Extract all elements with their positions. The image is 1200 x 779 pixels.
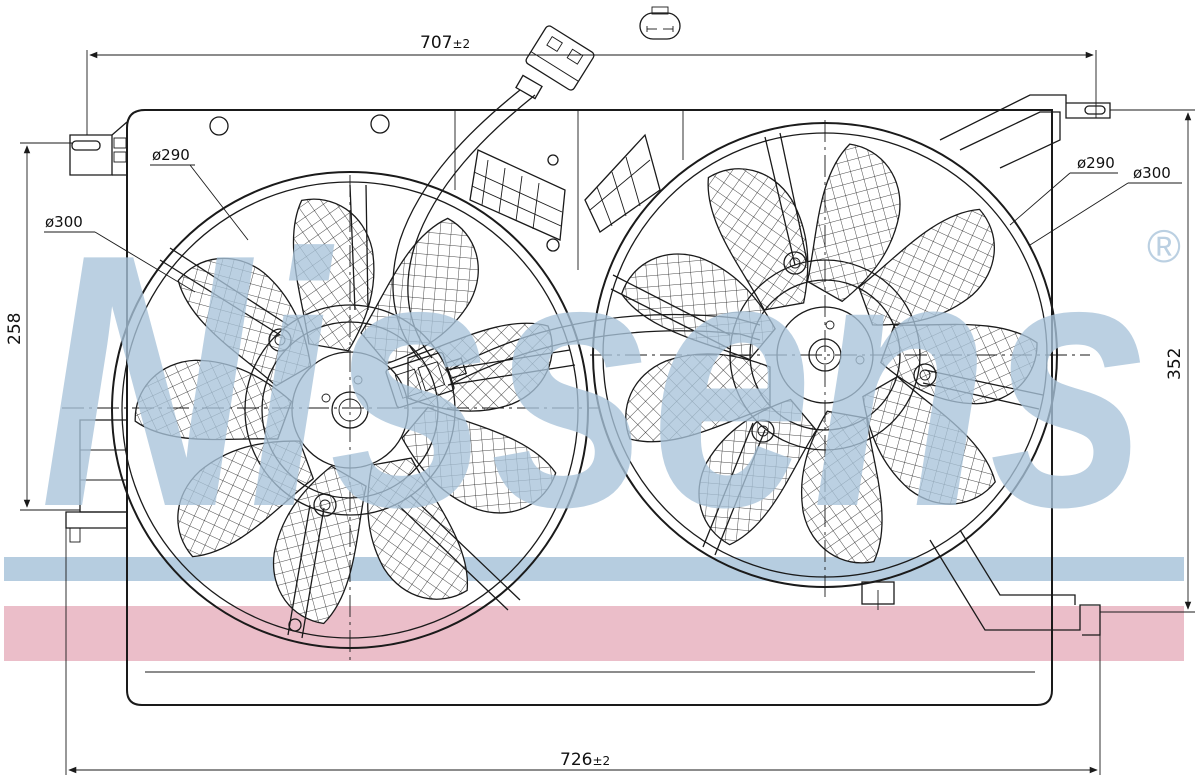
harness-connector: [525, 25, 595, 91]
louver-right: [584, 133, 661, 233]
watermark-band-red: [4, 606, 1184, 661]
dimension-overall-width: 726±2: [65, 528, 1101, 775]
left-fan-struts: [159, 184, 576, 639]
svg-text:707±2: 707±2: [420, 33, 470, 53]
svg-text:726±2: 726±2: [560, 750, 610, 770]
dim-258: 258: [5, 313, 25, 345]
wiring-harness: [385, 25, 761, 409]
dim-707-tolerance: ±2: [452, 37, 470, 51]
dimension-frame-width: 707±2: [86, 33, 1097, 135]
dim-726-tolerance: ±2: [592, 754, 610, 768]
dim-352: 352: [1165, 348, 1185, 380]
watermark-brand: Nissens: [40, 180, 1150, 582]
dim-726-value: 726: [560, 750, 592, 770]
connector-plug-icon: [639, 6, 681, 40]
dim-707-value: 707: [420, 33, 452, 53]
watermark-band-blue: [4, 557, 1184, 581]
right-dia-290: ø290: [1077, 154, 1115, 172]
right-fan-diameter-callouts: ø290 ø300: [1009, 154, 1182, 246]
shroud-frame: [65, 94, 1111, 706]
left-fan-diameter-callouts: ø290 ø300: [44, 146, 249, 293]
dimension-right-height: 352: [1100, 109, 1195, 613]
left-dia-290: ø290: [152, 146, 190, 164]
watermark-registered-mark: ®: [1147, 220, 1181, 272]
right-dia-300: ø300: [1133, 164, 1171, 182]
left-dia-300: ø300: [45, 213, 83, 231]
right-fan-struts: [610, 132, 1044, 556]
motor-connector: [385, 351, 468, 409]
dimension-left-height: 258: [5, 142, 80, 511]
louver-left: [469, 149, 566, 241]
